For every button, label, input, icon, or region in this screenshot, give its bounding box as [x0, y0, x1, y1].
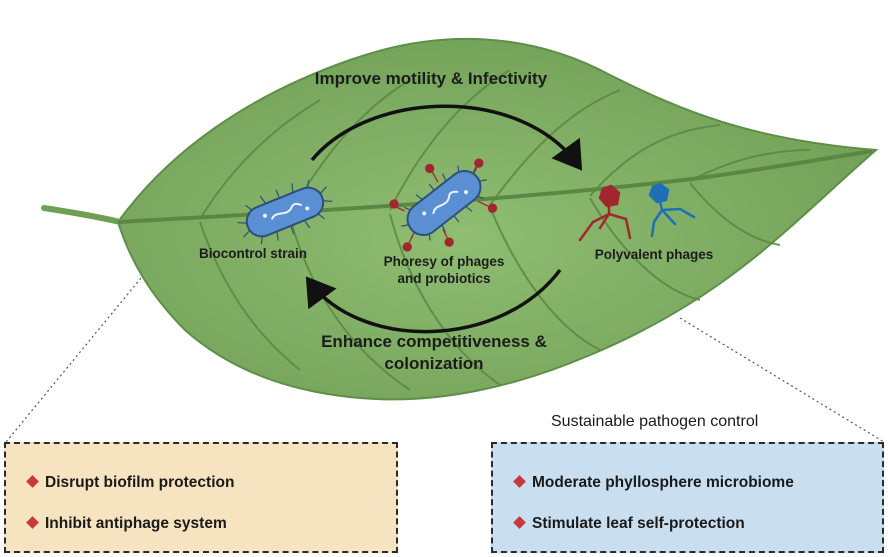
phoresy-bacterium-icon	[389, 158, 498, 252]
bottom-arrow-label-line1: Enhance competitiveness &	[321, 332, 547, 351]
left-panel-item: Disrupt biofilm protection	[26, 474, 235, 492]
red-diamond-bullet-icon	[26, 516, 39, 529]
leaf	[116, 37, 879, 401]
leaf-veins	[199, 69, 811, 391]
bottom-cycle-arrow	[305, 268, 562, 334]
right-outcome-panel: Moderate phyllosphere microbiome Stimula…	[491, 442, 884, 553]
leaf-stem	[41, 205, 123, 225]
left-panel-item-text: Disrupt biofilm protection	[45, 474, 235, 491]
connector-left	[5, 254, 161, 443]
right-panel-item: Moderate phyllosphere microbiome	[513, 474, 794, 492]
red-diamond-bullet-icon	[513, 475, 526, 488]
top-arrow-label: Improve motility & Infectivity	[315, 69, 548, 88]
red-phage-icon	[578, 184, 632, 242]
top-cycle-arrow	[310, 104, 583, 171]
right-panel-item-text: Stimulate leaf self-protection	[532, 515, 745, 532]
red-diamond-bullet-icon	[26, 475, 39, 488]
node-center-label-line2: and probiotics	[397, 271, 490, 286]
right-panel-item-text: Moderate phyllosphere microbiome	[532, 474, 794, 491]
red-diamond-bullet-icon	[513, 516, 526, 529]
left-panel-item: Inhibit antiphage system	[26, 515, 227, 533]
right-panel-item: Stimulate leaf self-protection	[513, 515, 745, 533]
left-panel-item-text: Inhibit antiphage system	[45, 515, 227, 532]
left-outcome-panel: Disrupt biofilm protection Inhibit antip…	[4, 442, 398, 553]
blue-phage-icon	[648, 182, 696, 238]
node-left-label: Biocontrol strain	[199, 246, 307, 261]
node-right-label: Polyvalent phages	[595, 247, 714, 262]
node-center-label-line1: Phoresy of phages	[384, 254, 505, 269]
biocontrol-bacterium-icon	[237, 179, 333, 245]
outcome-title: Sustainable pathogen control	[551, 413, 759, 430]
bottom-arrow-label-line2: colonization	[384, 354, 483, 373]
